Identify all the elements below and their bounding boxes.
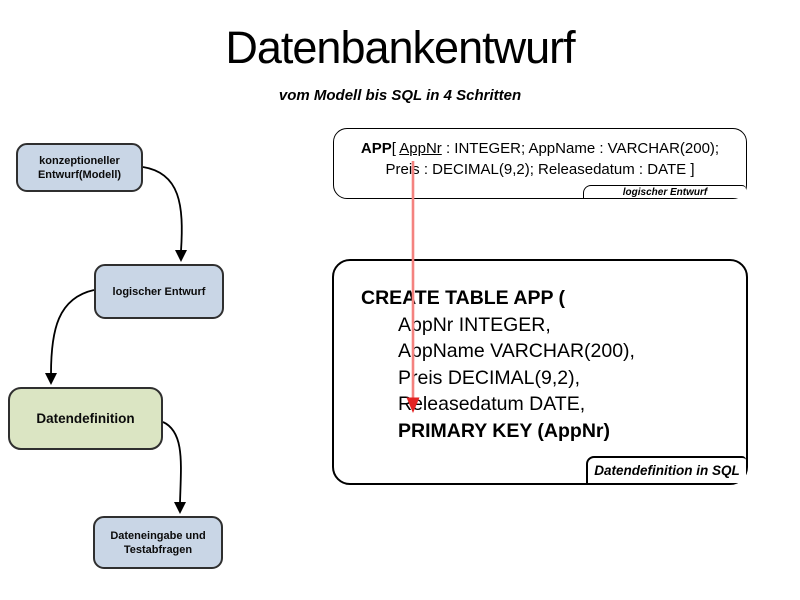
flow-step-datendefinition: Datendefinition xyxy=(8,387,163,450)
primary-key-attribute: AppNr xyxy=(399,140,442,157)
relation-name: APP xyxy=(360,140,392,157)
sql-line: PRIMARY KEY (AppNr) xyxy=(398,419,610,442)
relation-attrs-rest: : INTEGER; AppName : VARCHAR(200); xyxy=(441,140,720,157)
connector-arrow-step3-step4 xyxy=(162,421,186,514)
logischer-entwurf-tab: logischer Entwurf xyxy=(583,185,746,198)
sql-code-box: CREATE TABLE APP ( AppNr INTEGER, AppNam… xyxy=(332,259,748,485)
connector-arrow-step2-step3 xyxy=(45,289,95,385)
sql-code: CREATE TABLE APP ( AppNr INTEGER, AppNam… xyxy=(361,285,635,444)
sql-line: AppName VARCHAR(200), xyxy=(398,340,635,362)
relation-schema-box: APP[ AppNr : INTEGER; AppName : VARCHAR(… xyxy=(333,128,747,199)
flow-step-label: konzeptioneller Entwurf(Modell) xyxy=(37,154,122,181)
flow-step-logischer-entwurf: logischer Entwurf xyxy=(94,264,224,319)
datendefinition-in-sql-tab: Datendefinition in SQL xyxy=(586,456,746,483)
slide-subtitle: vom Modell bis SQL in 4 Schritten xyxy=(278,87,522,104)
sql-line: Releasedatum DATE, xyxy=(398,393,586,415)
sql-line: CREATE TABLE APP ( xyxy=(361,287,566,309)
relation-schema-line2: Preis : DECIMAL(9,2); Releasedatum : DAT… xyxy=(385,161,695,178)
flow-step-label: logischer Entwurf xyxy=(112,285,206,298)
flow-step-label: Dateneingabe und Testabfragen xyxy=(110,529,206,556)
relation-schema-line1: APP[ AppNr : INTEGER; AppName : VARCHAR(… xyxy=(334,138,746,159)
flow-step-konzeptioneller-entwurf: konzeptioneller Entwurf(Modell) xyxy=(16,143,143,192)
sql-line: AppNr INTEGER, xyxy=(398,313,551,336)
connector-arrow-step1-step2 xyxy=(142,166,187,262)
relation-schema-text: APP[ AppNr : INTEGER; AppName : VARCHAR(… xyxy=(334,138,746,180)
flow-step-label: Datendefinition xyxy=(36,410,135,426)
slide-title: Datenbankentwurf xyxy=(225,22,575,73)
sql-line: Preis DECIMAL(9,2), xyxy=(398,366,581,389)
bracket-open: [ xyxy=(391,140,400,157)
flow-step-dateneingabe-testabfragen: Dateneingabe und Testabfragen xyxy=(93,516,223,569)
